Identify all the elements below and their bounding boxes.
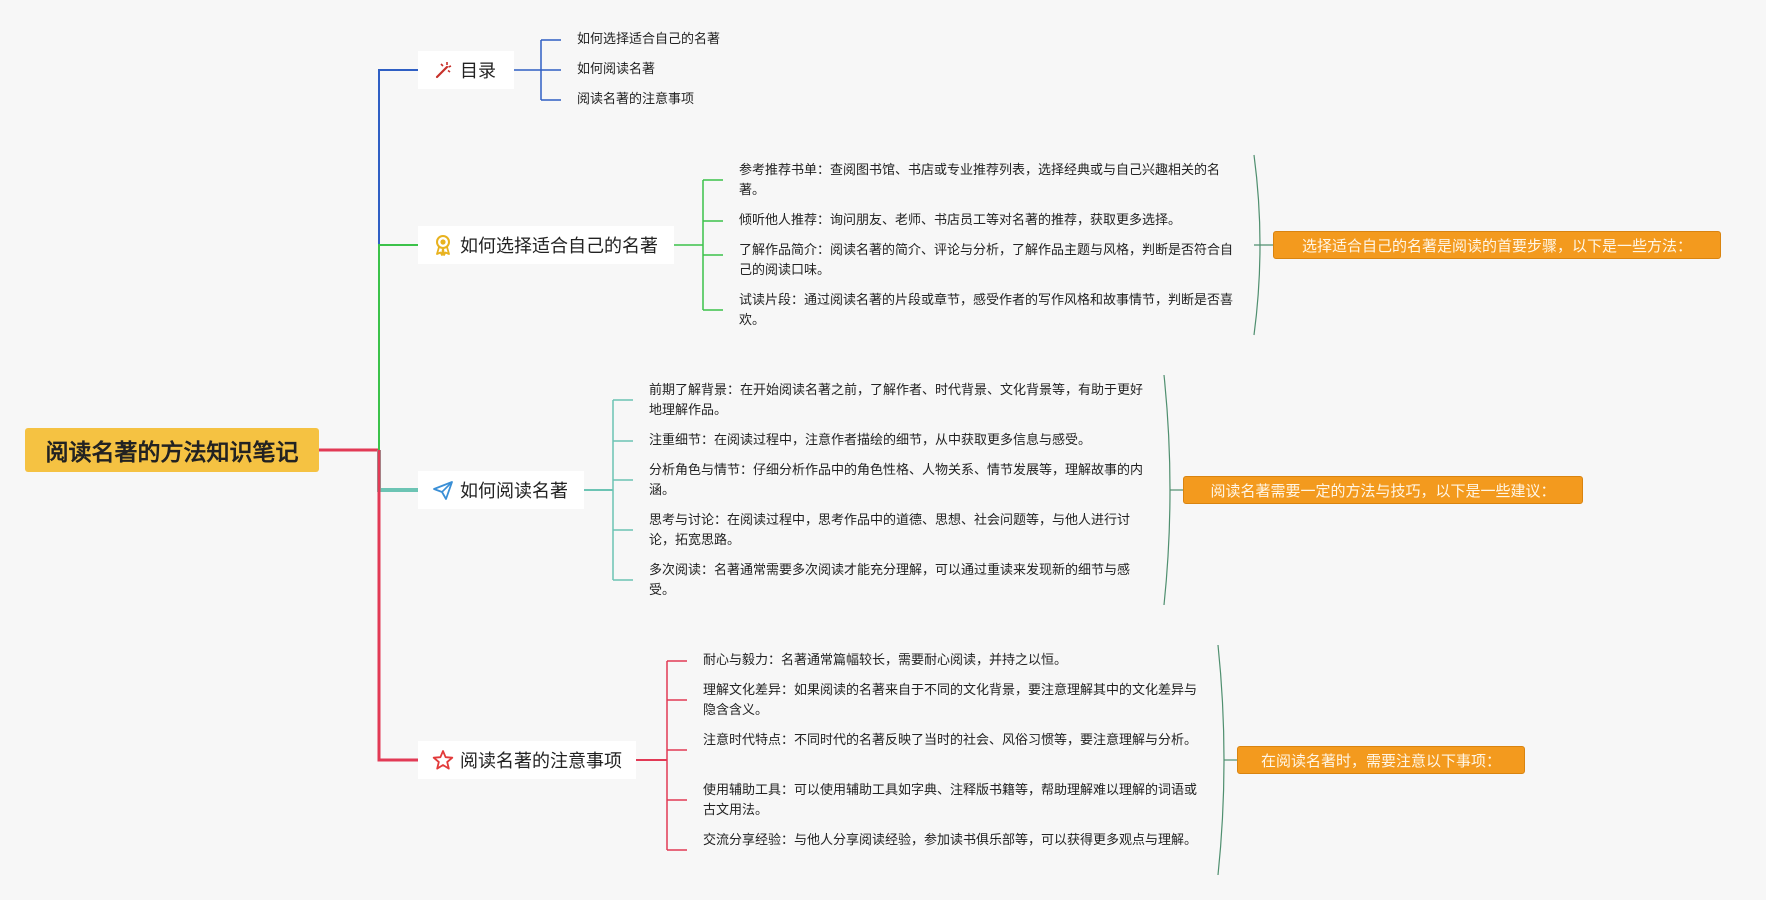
leaf-item[interactable]: 试读片段：通过阅读名著的片段或章节，感受作者的写作风格和故事情节，判断是否喜欢。 — [739, 293, 1234, 328]
summary-bracket — [1163, 374, 1171, 606]
leaf-item[interactable]: 倾听他人推荐：询问朋友、老师、书店员工等对名著的推荐，获取更多选择。 — [739, 213, 1182, 228]
leaf-item[interactable]: 阅读名著的注意事项 — [577, 92, 695, 107]
paper-plane-icon — [432, 479, 454, 501]
leaf-item[interactable]: 交流分享经验：与他人分享阅读经验，参加读书俱乐部等，可以获得更多观点与理解。 — [703, 833, 1198, 848]
leaf-item[interactable]: 注重细节：在阅读过程中，注意作者描绘的细节，从中获取更多信息与感受。 — [649, 433, 1092, 448]
branch-connector — [377, 450, 418, 762]
branch-how-to-read[interactable]: 如何阅读名著 — [418, 471, 584, 509]
root-topic[interactable]: 阅读名著的方法知识笔记 — [25, 428, 319, 472]
summary-note[interactable]: 阅读名著需要一定的方法与技巧，以下是一些建议： — [1183, 476, 1583, 504]
star-icon — [432, 749, 454, 771]
branch-connector — [377, 450, 418, 492]
leaf-item[interactable]: 注意时代特点：不同时代的名著反映了当时的社会、风俗习惯等，要注意理解与分析。 — [703, 733, 1198, 748]
summary-bracket — [1217, 644, 1225, 876]
branch-label: 如何阅读名著 — [460, 481, 568, 502]
leaf-item[interactable]: 理解文化差异：如果阅读的名著来自于不同的文化背景，要注意理解其中的文化差异与隐含… — [703, 683, 1198, 718]
branch-connector — [378, 244, 418, 450]
branch-label: 目录 — [460, 61, 496, 82]
leaf-item[interactable]: 如何选择适合自己的名著 — [577, 32, 721, 47]
leaf-item[interactable]: 思考与讨论：在阅读过程中，思考作品中的道德、思想、社会问题等，与他人进行讨论，拓… — [649, 513, 1131, 548]
award-ribbon-icon — [432, 234, 454, 256]
leaf-item[interactable]: 如何阅读名著 — [577, 62, 656, 77]
leaf-item[interactable]: 参考推荐书单：查阅图书馆、书店或专业推荐列表，选择经典或与自己兴趣相关的名著。 — [739, 163, 1221, 198]
leaf-item[interactable]: 分析角色与情节：仔细分析作品中的角色性格、人物关系、情节发展等，理解故事的内涵。 — [649, 463, 1144, 498]
leaf-item[interactable]: 使用辅助工具：可以使用辅助工具如字典、注释版书籍等，帮助理解难以理解的词语或古文… — [703, 783, 1198, 818]
branch-label: 如何选择适合自己的名著 — [460, 236, 658, 257]
magic-wand-icon — [432, 59, 454, 81]
branch-choose-books[interactable]: 如何选择适合自己的名著 — [418, 226, 674, 264]
branch-connector — [378, 69, 418, 450]
branch-contents[interactable]: 目录 — [418, 51, 514, 89]
leaf-item[interactable]: 多次阅读：名著通常需要多次阅读才能充分理解，可以通过重读来发现新的细节与感受。 — [649, 563, 1131, 598]
summary-note[interactable]: 在阅读名著时，需要注意以下事项： — [1237, 746, 1525, 774]
leaf-item[interactable]: 耐心与毅力：名著通常篇幅较长，需要耐心阅读，并持之以恒。 — [703, 653, 1068, 668]
branch-label: 阅读名著的注意事项 — [460, 751, 622, 772]
leaf-item[interactable]: 了解作品简介：阅读名著的简介、评论与分析，了解作品主题与风格，判断是否符合自己的… — [739, 243, 1234, 278]
branch-precautions[interactable]: 阅读名著的注意事项 — [418, 741, 636, 779]
leaf-item[interactable]: 前期了解背景：在开始阅读名著之前，了解作者、时代背景、文化背景等，有助于更好地理… — [649, 383, 1144, 418]
summary-note[interactable]: 选择适合自己的名著是阅读的首要步骤，以下是一些方法： — [1273, 231, 1721, 259]
